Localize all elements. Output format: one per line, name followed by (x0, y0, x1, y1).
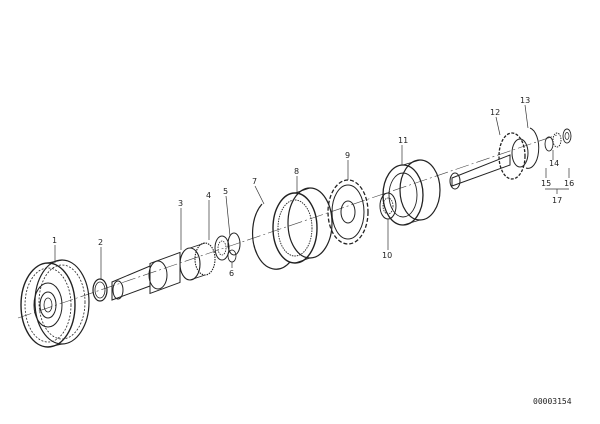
callout-11: 11 (398, 136, 408, 145)
part-5-ring (227, 232, 241, 256)
callout-5: 5 (223, 187, 228, 196)
shaft-axis (17, 133, 561, 319)
callout-16: 16 (564, 179, 574, 188)
document-number: 00003154 (533, 397, 572, 406)
part-11-carrier (382, 159, 441, 226)
leader-lines (54, 104, 570, 280)
callout-8: 8 (294, 167, 299, 176)
part-2-ring (92, 278, 108, 302)
callout-2: 2 (98, 238, 103, 247)
callout-17: 17 (552, 196, 562, 205)
callout-1: 1 (52, 236, 57, 245)
callout-13: 13 (520, 96, 530, 105)
part-9-sprocket (327, 179, 369, 245)
output-shaft (449, 154, 511, 190)
callout-9: 9 (345, 151, 350, 160)
part-12-flange (498, 132, 529, 180)
callout-12: 12 (490, 108, 500, 117)
callout-6: 6 (229, 269, 234, 278)
part-3-shaft (111, 242, 216, 301)
callout-7: 7 (252, 177, 257, 186)
callout-15: 15 (541, 179, 551, 188)
part-6-washer (227, 249, 237, 263)
part-8-drum (272, 187, 333, 264)
callout-3: 3 (178, 199, 183, 208)
part-7-snap-ring (251, 203, 291, 270)
parts-14-17-small-items (544, 128, 572, 152)
part-13-snap-ring (525, 127, 540, 169)
callout-4: 4 (206, 191, 211, 200)
part-4-bearing (214, 235, 230, 261)
callout-14: 14 (549, 159, 559, 168)
part-1-gear (20, 259, 90, 348)
callout-labels: 1 2 3 4 5 6 7 8 9 10 11 12 13 14 15 16 1… (52, 96, 574, 278)
callout-10: 10 (382, 251, 392, 260)
